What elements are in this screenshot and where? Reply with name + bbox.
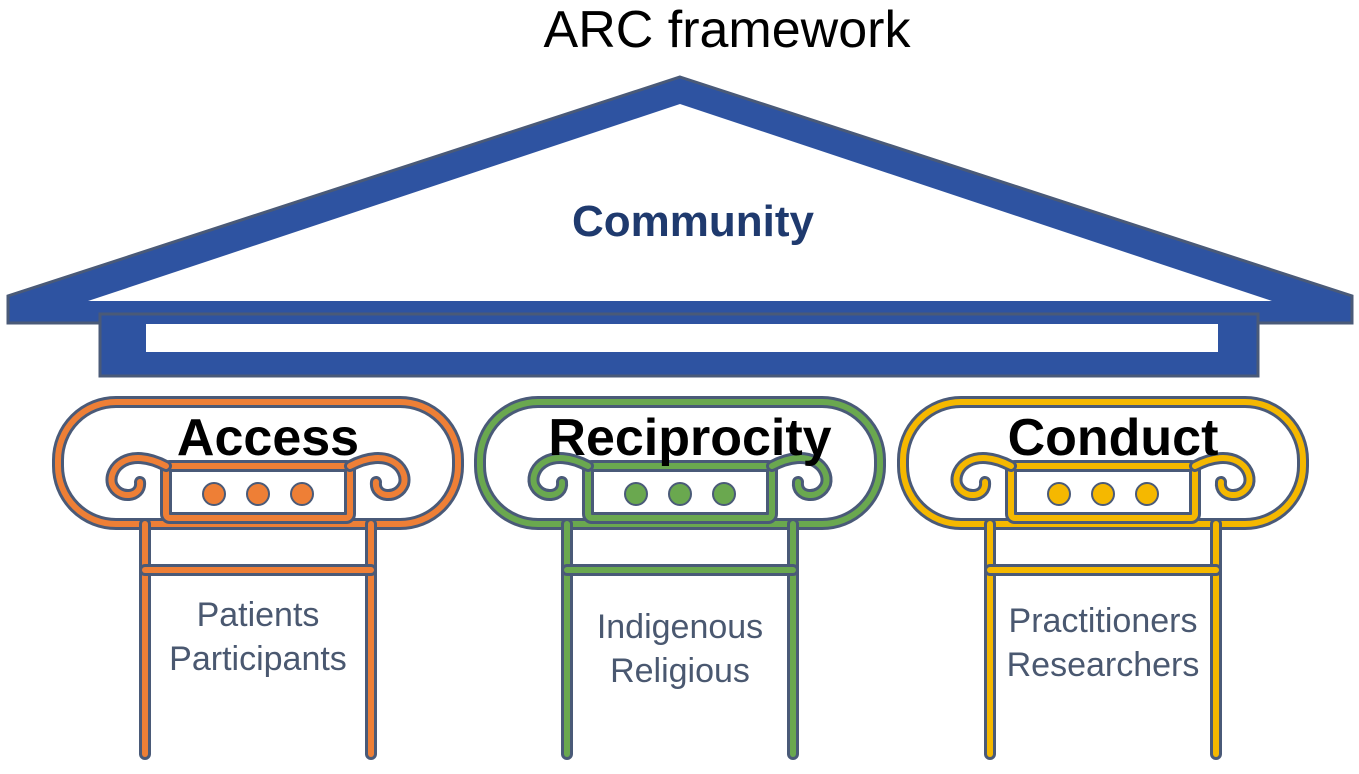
pillar-title: Reciprocity: [548, 409, 831, 467]
pillar-ornament-dot: [1135, 482, 1159, 506]
pillar-volute-left: [108, 455, 169, 498]
pillar-stakeholder-label: Patients: [197, 596, 320, 634]
pillar-title: Conduct: [1008, 409, 1219, 467]
pillar-ornament-dot: [712, 482, 736, 506]
roof-label: Community: [572, 197, 815, 246]
pillar-title: Access: [177, 409, 359, 467]
pillars: AccessPatientsParticipantsReciprocityInd…: [52, 396, 1309, 760]
pillar-stakeholder-label: Researchers: [1007, 646, 1200, 684]
pillar-stakeholder-label: Participants: [169, 640, 347, 678]
pillar-volute-right: [1192, 455, 1253, 498]
pillar-volute-left: [530, 455, 591, 498]
pillar-stakeholder-label: Religious: [610, 652, 750, 690]
pillar-stakeholder-label: Indigenous: [597, 608, 763, 646]
pillar-ornament-dot: [668, 482, 692, 506]
pillar-stakeholder-label: Practitioners: [1009, 602, 1198, 640]
diagram-title: ARC framework: [544, 1, 912, 59]
roof-pediment-inner: [88, 104, 1272, 301]
pillar-volute-right: [347, 455, 408, 498]
pillar-ornament-dot: [202, 482, 226, 506]
pillar-volute-left: [953, 455, 1014, 498]
pillar-ornament-dot: [624, 482, 648, 506]
roof: Community: [6, 75, 1354, 378]
pillar-ornament-dot: [290, 482, 314, 506]
roof-beam-inner: [146, 324, 1218, 352]
pillar-scroll-band: [585, 463, 775, 521]
pillar-ornament-dot: [246, 482, 270, 506]
pillar-volute-right: [769, 455, 830, 498]
pillar-ornament-dot: [1091, 482, 1115, 506]
pillar-scroll-band: [1008, 463, 1198, 521]
pillar-ornament-dot: [1047, 482, 1071, 506]
pillar-scroll-band: [163, 463, 353, 521]
